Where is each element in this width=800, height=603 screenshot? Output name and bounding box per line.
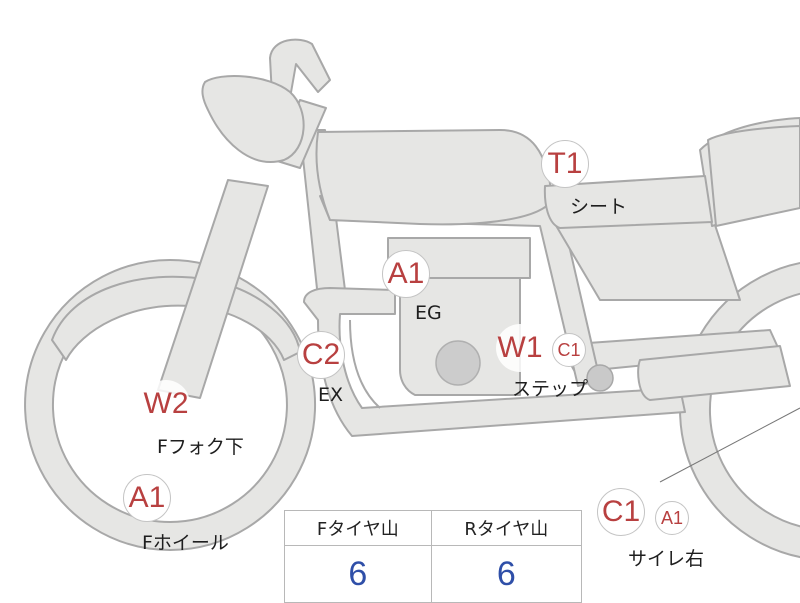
marker-label-front-wheel: Fホイール: [142, 532, 229, 554]
front-fork-shape: [157, 179, 269, 399]
rear-wheel-shape: [679, 262, 800, 558]
rear-tread-header: Rタイヤ山: [430, 510, 583, 546]
tire-tread-value-row: 6 6: [284, 545, 583, 603]
step-peg-shape: [586, 364, 614, 392]
silencer-leader-line: [659, 407, 800, 483]
marker-subcode-silencer-right: A1: [655, 501, 689, 535]
tire-tread-header-row: Fタイヤ山 Rタイヤ山: [284, 510, 583, 546]
fuel-tank-shape: [315, 129, 553, 226]
rear-tread-value: 6: [430, 545, 583, 603]
marker-label-exhaust: EX: [318, 384, 344, 406]
marker-label-step: ステップ: [512, 378, 589, 400]
exhaust-pipe-2-shape: [349, 319, 381, 409]
marker-code-engine: A1: [382, 250, 430, 298]
marker-label-front-fork: Fフォク下: [157, 436, 244, 458]
marker-label-seat: シート: [570, 196, 628, 218]
seat-shape: [543, 175, 713, 229]
marker-label-silencer-right: サイレ右: [628, 548, 705, 570]
marker-code-front-fork: W2: [142, 380, 190, 428]
handlebar-shape: [269, 38, 331, 99]
marker-code-silencer-right: C1: [597, 488, 645, 536]
marker-code-front-wheel: A1: [123, 474, 171, 522]
marker-label-engine: EG: [415, 302, 442, 324]
silencer-shape: [637, 345, 791, 401]
engine-cover-shape: [435, 340, 481, 386]
headlight-shape: [201, 75, 305, 163]
marker-subcode-step: C1: [552, 333, 586, 367]
marker-code-exhaust: C2: [297, 331, 345, 379]
marker-code-step: W1: [496, 324, 544, 372]
front-tread-value: 6: [284, 545, 432, 603]
engine-body-shape: [399, 277, 521, 396]
marker-code-seat: T1: [541, 140, 589, 188]
seat-cowl-shape: [707, 125, 800, 227]
tire-tread-table: Fタイヤ山 Rタイヤ山 6 6: [284, 510, 583, 603]
exhaust-pipe-shape: [303, 287, 686, 437]
front-tread-header: Fタイヤ山: [284, 510, 432, 546]
